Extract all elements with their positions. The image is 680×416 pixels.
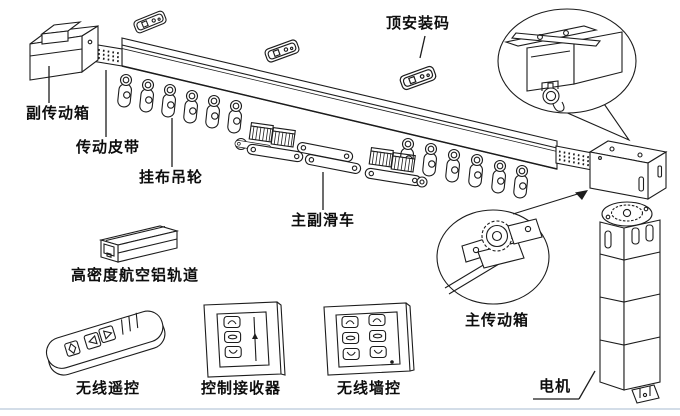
bracket-detail-callout [497,8,637,142]
leader-lines [48,35,596,400]
aluminum-track-drawing [98,225,180,263]
label-hanging-wheel: 挂布吊轮 [139,170,204,186]
bottom-rule [0,408,680,410]
drive-detail-callout [436,190,588,305]
label-wall-control: 无线墙控 [337,381,402,397]
label-control-receiver: 控制接收器 [201,381,282,397]
label-carrier: 主副滑车 [291,213,356,229]
label-sub-drive-box: 副传动箱 [26,106,91,122]
main-drive-box-drawing [588,140,668,200]
label-main-drive-box: 主传动箱 [465,313,530,329]
label-motor: 电机 [539,379,572,395]
receiver-drawing [203,301,286,378]
label-top-mount: 顶安装码 [386,16,451,32]
label-wireless-remote: 无线遥控 [76,381,141,397]
remote-drawing [45,310,166,376]
track-drawing [121,37,558,170]
sub-drive-box-drawing [29,21,99,81]
label-aluminum-track: 高密度航空铝轨道 [71,268,200,284]
carrier-drawing [234,122,428,188]
drive-belt-right-drawing [555,145,593,171]
motor-drawing [599,201,661,404]
wall-control-drawing [323,302,415,376]
label-drive-belt: 传动皮带 [76,140,141,156]
